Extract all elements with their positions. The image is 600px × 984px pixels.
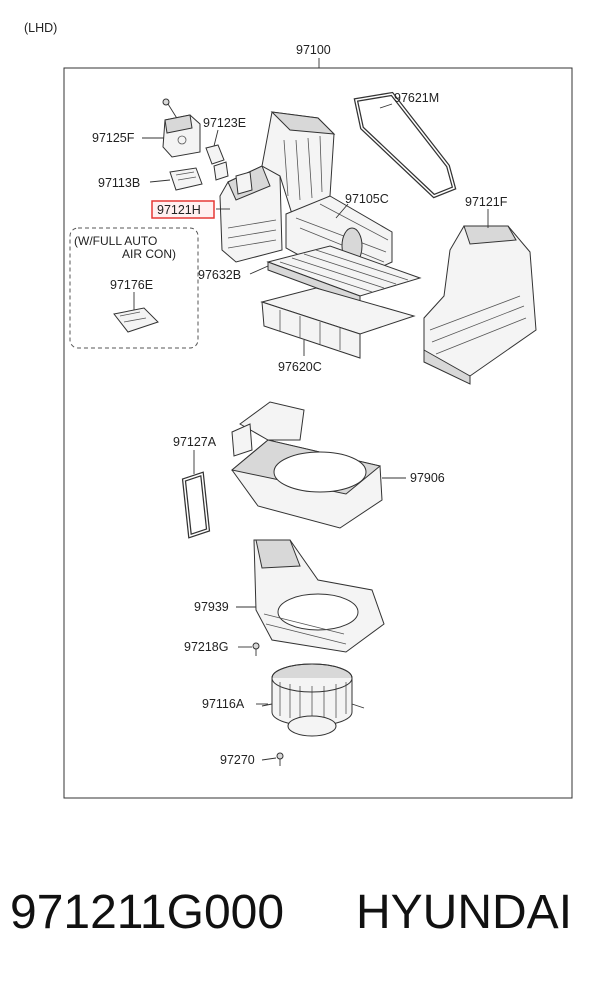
label-97218g: 97218G [184,640,228,654]
footer-part-number: 971211G000 [10,886,284,939]
gasket-97621m-part[interactable] [353,91,457,199]
label-97125f: 97125F [92,131,135,145]
actuator-97113b-part[interactable] [169,167,203,191]
actuator-screw[interactable] [162,98,179,121]
label-97270: 97270 [220,753,255,767]
highlight-box-97121h [151,200,215,219]
label-97176e: 97176E [110,278,153,292]
lhd-label: (LHD) [24,21,57,35]
leader-lines [133,103,489,761]
label-97121h[interactable]: 97121H [157,203,201,217]
option-box-line1: (W/FULL AUTO [74,234,157,248]
screw-97218g-part[interactable] [252,642,260,656]
filter-cover-97620c-part[interactable] [260,287,416,359]
label-97105c: 97105C [345,192,389,206]
label-97123e: 97123E [203,116,246,130]
lower-case-97121f-part[interactable] [423,225,537,385]
actuator-97125f-part[interactable] [162,114,201,158]
label-97121f: 97121F [465,195,508,209]
label-97113b: 97113B [98,176,140,190]
label-97621m: 97621M [394,91,439,105]
connector-97123e-part[interactable] [205,144,229,181]
label-97632b: 97632B [198,268,241,282]
label-97116a: 97116A [202,697,245,711]
label-97620c: 97620C [278,360,322,374]
assembly-frame [63,67,573,799]
blower-case-97939-part[interactable] [253,539,385,653]
seal-97127a-part[interactable] [181,471,211,539]
resistor-97176e-part[interactable] [113,307,159,333]
option-box-line2: AIR CON) [122,247,176,261]
assembly-number: 97100 [296,43,331,57]
label-97127a: 97127A [173,435,217,449]
intake-duct-part[interactable] [261,111,336,215]
screw-97270-part[interactable] [276,752,284,766]
footer-brand: HYUNDAI [356,886,572,939]
upper-case-97121h-part[interactable] [219,165,283,263]
label-97939: 97939 [194,600,229,614]
blower-motor-97116a-part[interactable] [261,663,365,737]
option-box [69,227,199,349]
blower-housing-97906-part[interactable] [230,401,383,529]
label-97906: 97906 [410,471,445,485]
